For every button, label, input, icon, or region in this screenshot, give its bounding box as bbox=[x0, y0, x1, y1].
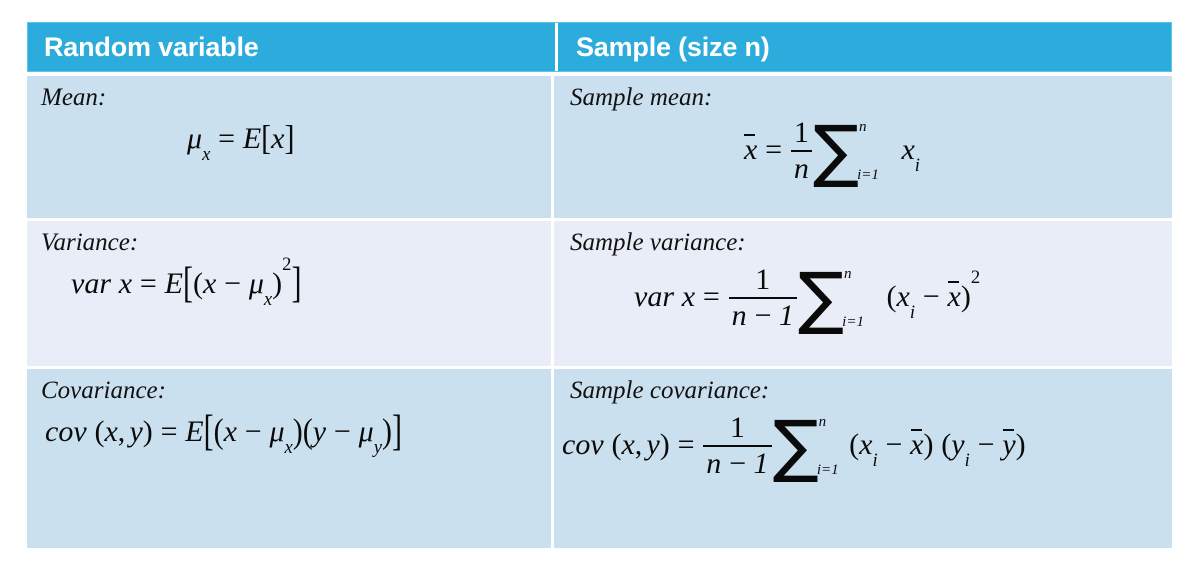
label-mean: Mean: bbox=[41, 84, 107, 111]
column-header-random-variable: Random variable bbox=[44, 31, 259, 62]
statistics-formula-table: Random variable Sample (size n) Mean: μx… bbox=[27, 22, 1172, 548]
formula-population-covariance: cov(x,y)=E[(x−μx)(y−μy)] bbox=[45, 406, 402, 458]
formula-population-mean: μx=E[x] bbox=[187, 118, 295, 165]
cell-covariance-definition: Covariance: cov(x,y)=E[(x−μx)(y−μy)] bbox=[27, 369, 554, 548]
label-covariance: Covariance: bbox=[41, 377, 166, 404]
cell-mean-definition: Mean: μx=E[x] bbox=[27, 76, 554, 218]
column-header-sample: Sample (size n) bbox=[555, 23, 1171, 71]
label-sample-mean: Sample mean: bbox=[570, 84, 713, 111]
table-row: Covariance: cov(x,y)=E[(x−μx)(y−μy)] Sam… bbox=[27, 366, 1172, 548]
table-header-row: Random variable Sample (size n) bbox=[27, 22, 1172, 72]
label-sample-variance: Sample variance: bbox=[570, 229, 746, 256]
header-divider bbox=[27, 72, 1172, 76]
label-sample-covariance: Sample covariance: bbox=[570, 377, 770, 404]
label-variance: Variance: bbox=[41, 229, 139, 256]
